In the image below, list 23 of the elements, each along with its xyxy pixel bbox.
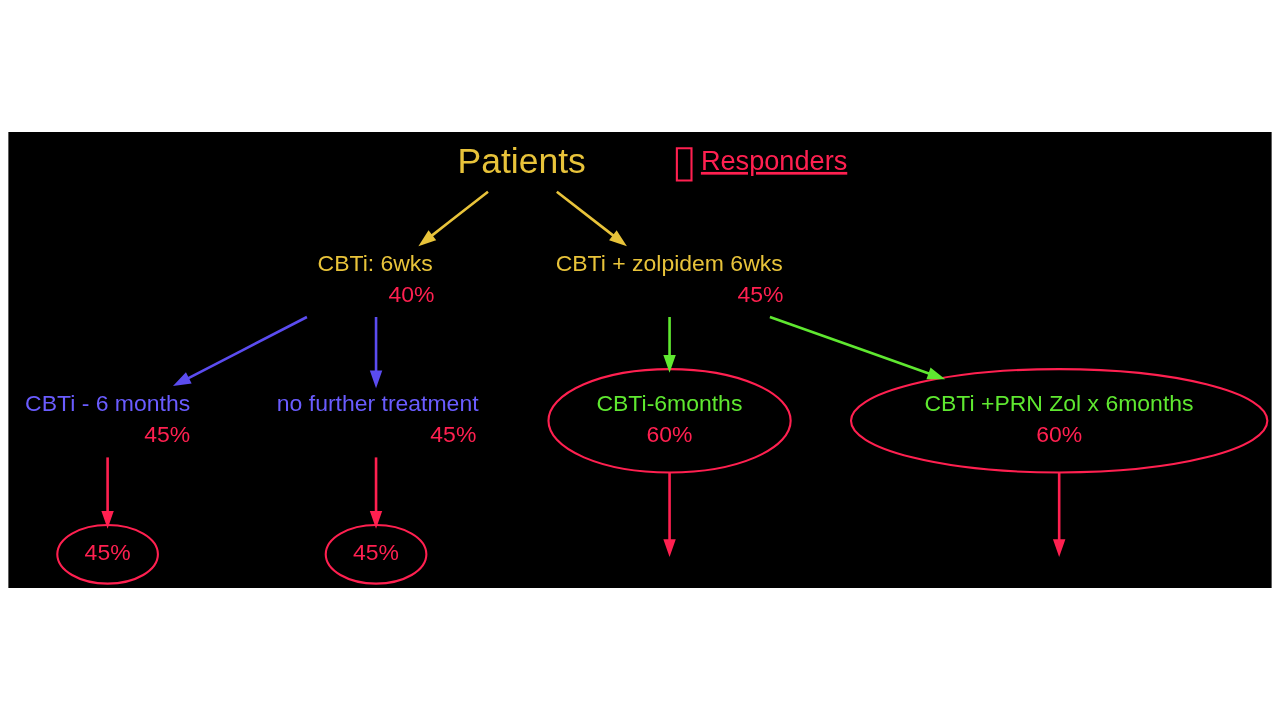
- arrow: [101, 457, 114, 529]
- node-ellipse: 45%: [56, 523, 159, 585]
- node-label: 40%: [388, 280, 435, 307]
- arrow: [556, 190, 627, 247]
- node-text: CBTi: 6wks: [317, 249, 433, 276]
- node-label: 45%: [144, 421, 191, 448]
- arrow: [369, 457, 383, 529]
- arrow: [663, 472, 676, 558]
- arrow: [369, 317, 383, 389]
- legend-label: Responders: [700, 144, 848, 176]
- arrow: [769, 315, 946, 380]
- node-text: no further treatment: [276, 389, 479, 416]
- node-label: 45%: [737, 280, 784, 307]
- arrow: [418, 190, 489, 247]
- arrow: [663, 317, 676, 373]
- node-text: CBTi - 6 months: [25, 389, 191, 416]
- node-ellipse: CBTi-6months 60%: [547, 368, 792, 474]
- arrow: [173, 315, 308, 387]
- node-ellipse: 45%: [324, 523, 428, 585]
- node-label: 45%: [430, 421, 477, 448]
- node-text: Patients: [457, 141, 586, 182]
- node-text: CBTi + zolpidem 6wks: [555, 249, 783, 276]
- arrow: [1052, 472, 1066, 558]
